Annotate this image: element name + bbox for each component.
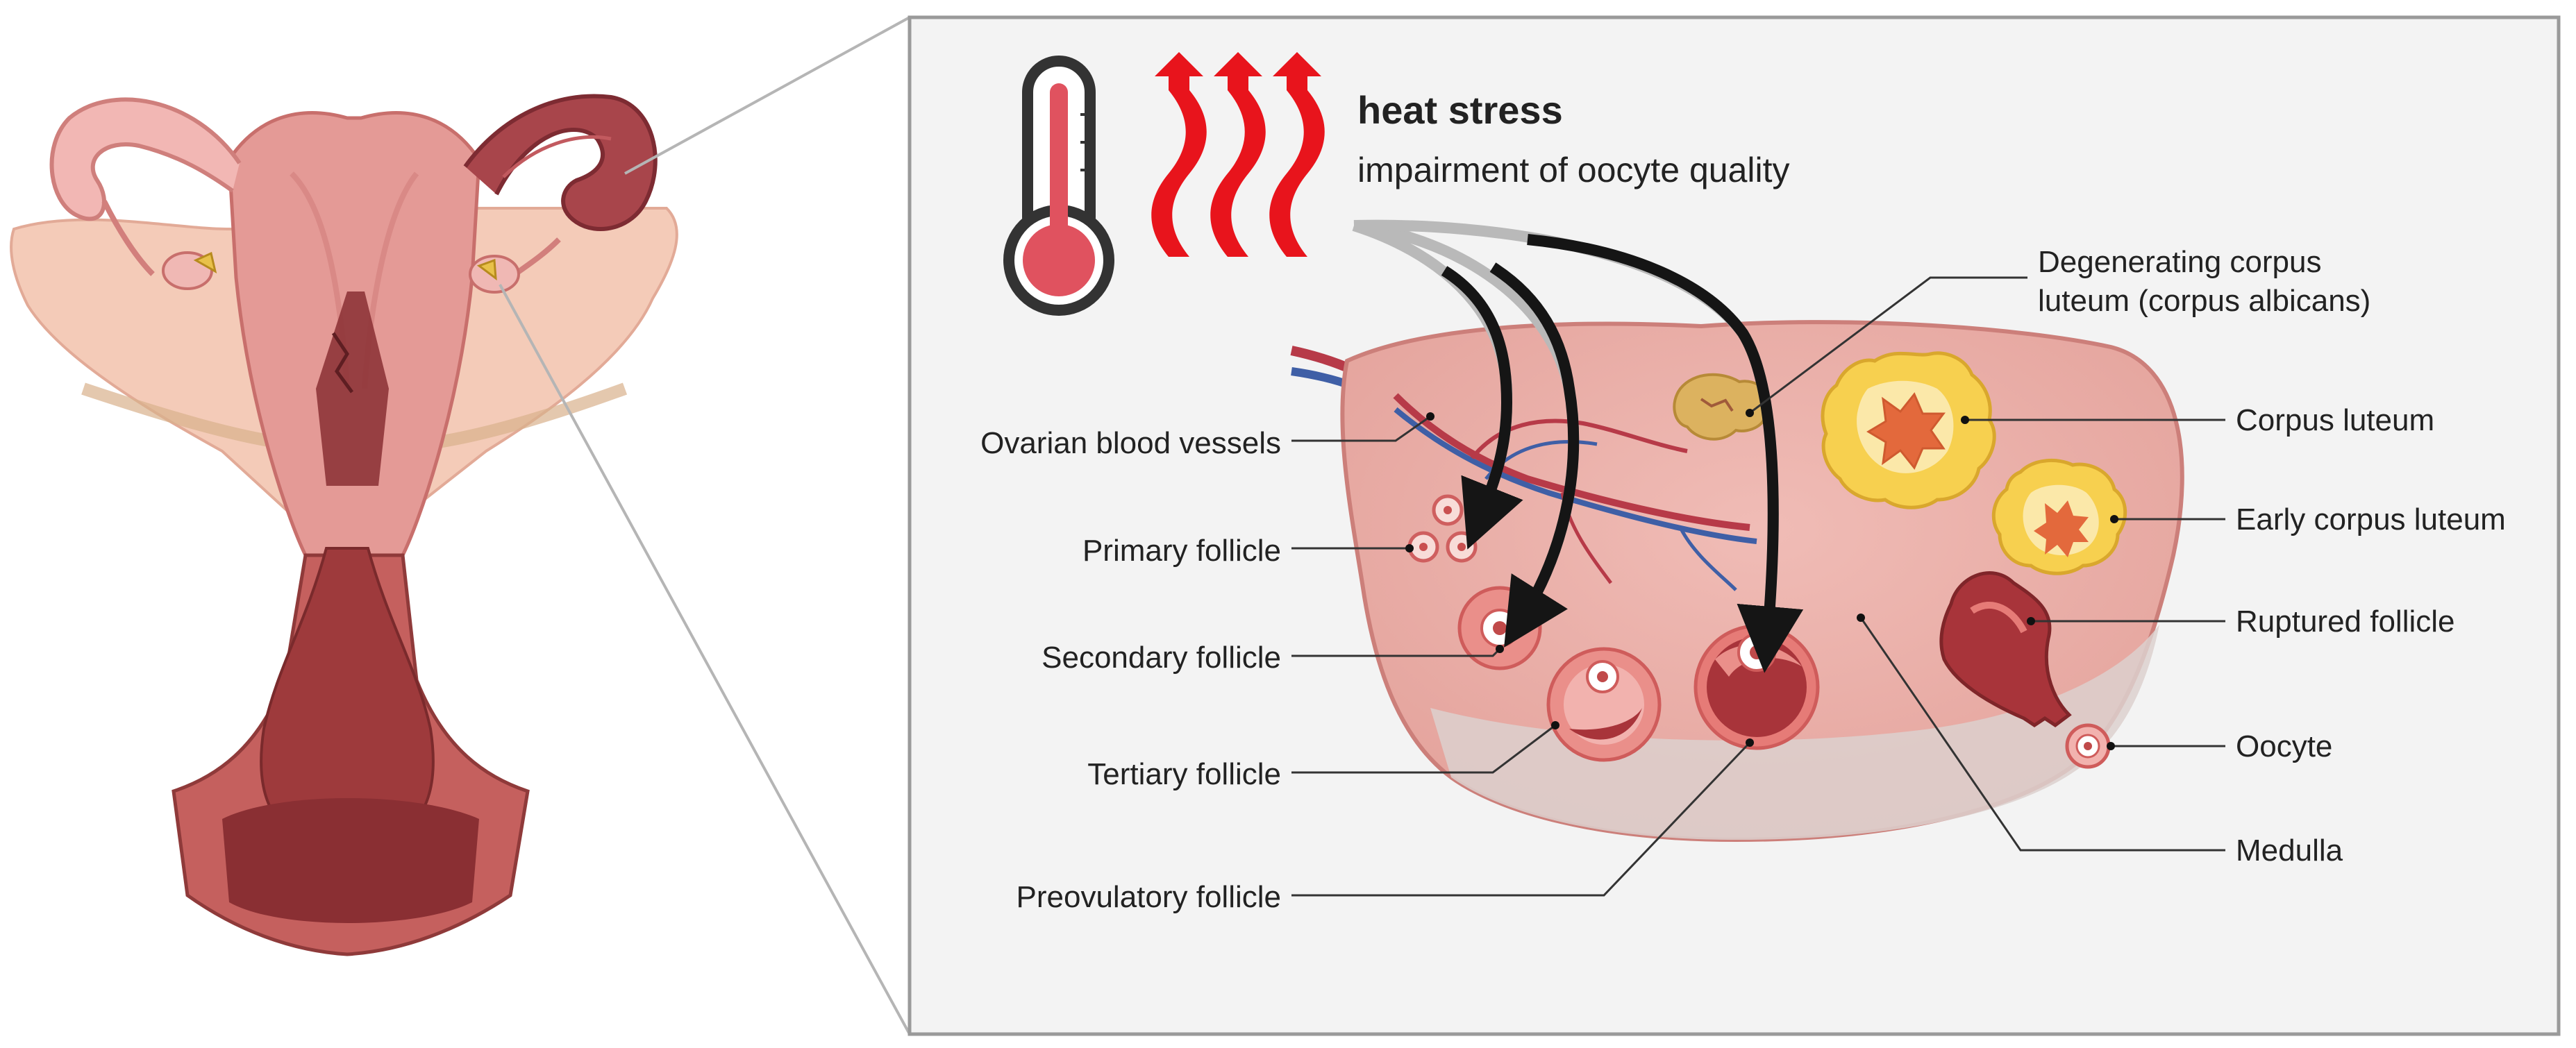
label-secondary-follicle: Secondary follicle [1042,641,1281,675]
label-primary-follicle: Primary follicle [1082,534,1281,568]
preovulatory-follicle [1693,624,1820,750]
leader-dots [1405,409,2118,750]
label-ovarian-blood-vessels: Ovarian blood vessels [980,426,1281,460]
tertiary-follicle [1546,647,1662,762]
zoom-connector-lines [499,16,911,1035]
label-ruptured-follicle: Ruptured follicle [2236,605,2455,639]
leader-lines [1291,276,2225,897]
label-oocyte: Oocyte [2236,729,2332,763]
label-degenerating-corpus-luteum-line1: Degenerating corpus [2038,245,2321,279]
heat-waves-icon [1151,52,1325,257]
early-corpus-luteum [1991,458,2127,575]
label-early-corpus-luteum: Early corpus luteum [2236,502,2506,536]
reproductive-tract-illustration [10,94,678,956]
ruptured-follicle [1939,571,2072,728]
released-oocyte [2065,723,2111,769]
label-degenerating-corpus-luteum-line2: luteum (corpus albicans) [2038,284,2370,318]
left-fallopian-tube [49,97,242,221]
label-corpus-luteum: Corpus luteum [2236,403,2434,437]
heat-stress-arrows [1352,219,1804,673]
corpus-albicans [1673,373,1768,441]
label-medulla: Medulla [2236,834,2343,868]
heat-stress-title: heat stress [1357,88,1563,132]
corpus-luteum [1821,351,1996,509]
label-tertiary-follicle: Tertiary follicle [1087,757,1281,791]
thermometer-icon [1003,56,1114,316]
heat-stress-subtitle: impairment of oocyte quality [1357,151,1790,189]
label-preovulatory-follicle: Preovulatory follicle [1017,880,1282,914]
